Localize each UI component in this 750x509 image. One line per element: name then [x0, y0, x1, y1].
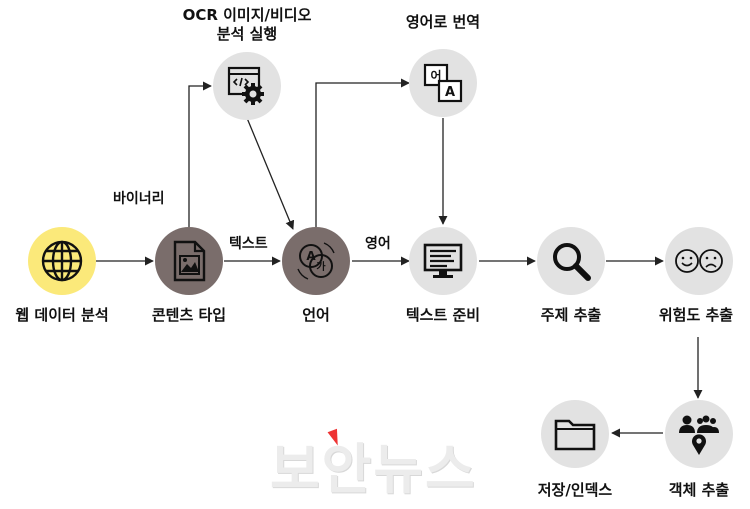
- edge-label-text: 텍스트: [229, 236, 268, 252]
- edge-ocr-lang: [246, 117, 295, 230]
- edge-label-binary: 바이너리: [113, 191, 165, 207]
- folder-icon: [554, 419, 596, 451]
- node-ocr: [213, 52, 281, 120]
- svg-text:A: A: [445, 85, 455, 100]
- smile-frown-icon: [675, 249, 723, 273]
- node-risk: [665, 227, 733, 295]
- translate-icon: 어 A: [423, 63, 463, 103]
- label-store: 저장/인덱스: [537, 481, 613, 499]
- node-text-prep: [409, 227, 477, 295]
- magnifier-icon: [553, 243, 591, 281]
- node-store: [541, 400, 609, 468]
- node-entity: [665, 400, 733, 468]
- label-language: 언어: [302, 306, 330, 324]
- svg-text:가: 가: [316, 260, 326, 273]
- svg-text:어: 어: [430, 68, 441, 83]
- language-detect-icon: A 가: [297, 242, 335, 280]
- label-content-type: 콘텐츠 타입: [151, 306, 227, 324]
- label-risk: 위험도 추출: [658, 306, 734, 324]
- watermark-logo: 보안뉴스: [270, 438, 477, 501]
- node-topic: [537, 227, 605, 295]
- monitor-text-icon: [423, 243, 463, 278]
- code-gear-icon: [227, 66, 264, 105]
- svg-text:A: A: [306, 249, 316, 263]
- node-translate: 어 A: [409, 49, 477, 117]
- node-content-type: [155, 227, 223, 295]
- document-image-icon: [173, 240, 206, 282]
- label-text-prep: 텍스트 준비: [405, 306, 481, 324]
- edge-content-ocr: [188, 81, 212, 227]
- label-ocr-line2: 분석 실행: [216, 25, 278, 43]
- label-web-analysis: 웹 데이터 분석: [15, 306, 109, 324]
- label-translate: 영어로 번역: [405, 13, 481, 31]
- globe-icon: [41, 240, 83, 282]
- node-web-analysis: [28, 227, 96, 295]
- label-ocr-line1: OCR 이미지/비디오: [182, 6, 312, 24]
- node-language: A 가: [282, 227, 350, 295]
- label-topic: 주제 추출: [540, 306, 602, 324]
- people-location-icon: [679, 415, 719, 455]
- label-entity: 객체 추출: [668, 481, 730, 499]
- edge-lang-translate: [315, 78, 410, 227]
- edge-label-english: 영어: [365, 236, 391, 252]
